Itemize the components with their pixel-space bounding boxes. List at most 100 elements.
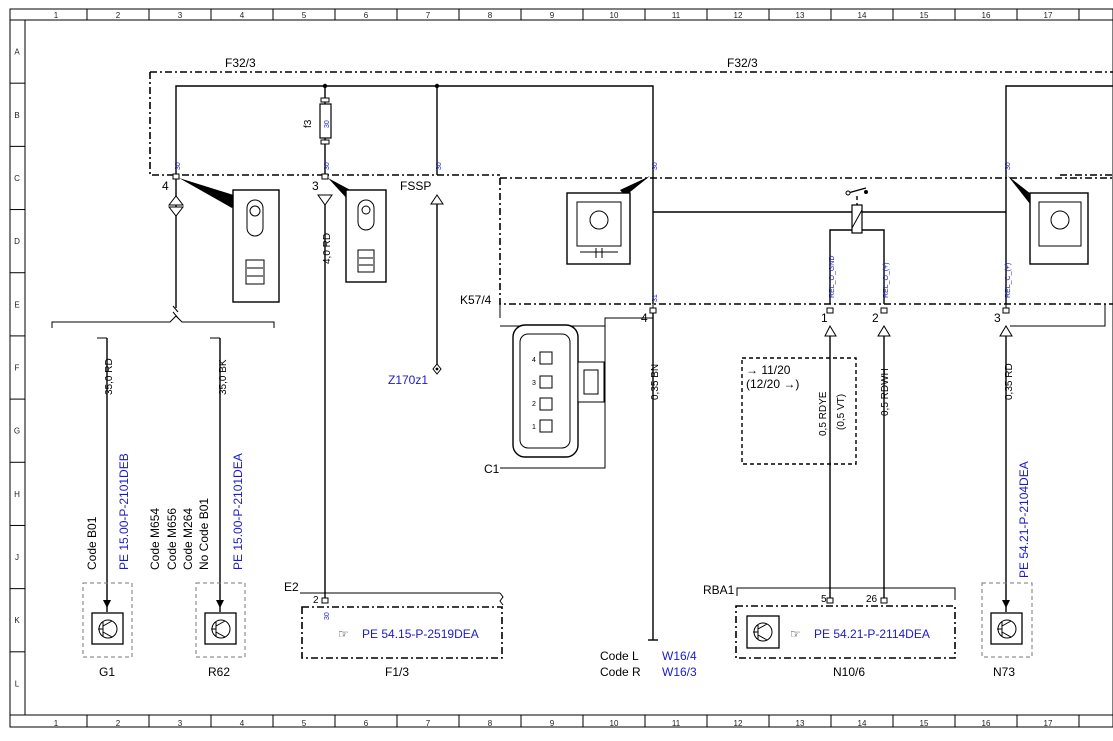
grid-column-label: 8 — [488, 11, 493, 20]
svg-text:E2: E2 — [284, 580, 299, 594]
grid-column-label: 2 — [116, 719, 121, 728]
g1-reference-link[interactable]: PE 15.00-P-2101DEB — [117, 453, 131, 570]
bundle-brace — [51, 315, 275, 328]
f1-3-reference-link[interactable]: PE 54.15-P-2519DEA — [362, 627, 479, 641]
transistor-icon — [98, 619, 118, 639]
terminal-30-e: 30 — [652, 162, 659, 170]
w16-4-link[interactable]: W16/4 — [662, 649, 697, 663]
grid-column-label: 9 — [550, 11, 555, 20]
grid-column-label: 4 — [240, 719, 245, 728]
transistor-icon — [997, 619, 1017, 639]
validity-box — [741, 357, 857, 465]
grid-row-label: H — [14, 490, 20, 499]
grid-column-label: 7 — [426, 11, 431, 20]
f1-3-box — [301, 606, 503, 659]
svg-text:1: 1 — [821, 311, 828, 325]
fssp-label: FSSP — [400, 179, 431, 193]
grid-column-label: 9 — [550, 719, 555, 728]
hand-pointer-icon: ☞ — [790, 627, 801, 641]
svg-text:26: 26 — [866, 594, 878, 605]
sheet-frame — [9, 8, 1113, 728]
grid-column-label: 17 — [1044, 11, 1053, 20]
svg-text:4: 4 — [641, 311, 648, 325]
terminal-30-a: 30 — [175, 162, 182, 170]
svg-text:30: 30 — [324, 612, 331, 620]
grid-column-label: 13 — [796, 719, 805, 728]
transistor-icon — [211, 619, 231, 639]
grid-column-label: 10 — [610, 719, 619, 728]
svg-text:3: 3 — [312, 179, 319, 193]
grid-column-label: 10 — [610, 11, 619, 20]
grid-row-label: B — [14, 111, 19, 120]
grid-column-label: 16 — [982, 11, 991, 20]
n10-6-reference-link[interactable]: PE 54.21-P-2114DEA — [814, 627, 930, 641]
grid-column-label: 12 — [734, 719, 743, 728]
n73-reference-link[interactable]: PE 54.21-P-2104DEA — [1017, 461, 1031, 578]
grid-row-label: C — [14, 174, 20, 183]
grid-row-label: A — [14, 48, 20, 57]
grid-column-label: 1 — [54, 719, 59, 728]
f32-right-label: F32/3 — [727, 56, 758, 70]
c1-connector-picture: 4 3 2 1 — [512, 324, 605, 458]
connector-arrow-icon — [167, 195, 185, 217]
grid-column-label: 5 — [302, 719, 307, 728]
w16-3-link[interactable]: W16/3 — [662, 665, 697, 679]
grid-column-label: 8 — [488, 719, 493, 728]
svg-text:REL_O_(+): REL_O_(+) — [883, 262, 890, 298]
svg-text:3: 3 — [994, 311, 1001, 325]
hand-pointer-icon: ☞ — [338, 627, 349, 641]
terminal-30-f: 30 — [1005, 162, 1012, 170]
transistor-icon — [753, 622, 773, 642]
grid-column-label: 2 — [116, 11, 121, 20]
grid-column-label: 12 — [734, 11, 743, 20]
component-f1-3: F1/3 — [385, 665, 409, 679]
svg-text:(0,5 VT): (0,5 VT) — [836, 394, 847, 430]
g1-box — [82, 582, 133, 658]
grid-row-label: G — [14, 427, 20, 436]
grid-row-label: D — [14, 237, 20, 246]
svg-text:Code B01: Code B01 — [85, 516, 99, 570]
svg-text:→ 11/20: → 11/20 — [746, 363, 791, 377]
svg-text:RBA1: RBA1 — [703, 583, 735, 597]
svg-text:Code L: Code L — [600, 649, 639, 663]
grid-row-label: K — [14, 616, 20, 625]
grid-column-label: 5 — [302, 11, 307, 20]
n10-6-box — [735, 605, 956, 659]
fuse-f3-label: f3 — [303, 119, 314, 128]
svg-text:(12/20 →): (12/20 →) — [746, 377, 799, 391]
component-r62: R62 — [208, 665, 230, 679]
r62-box — [195, 582, 246, 658]
component-n73: N73 — [993, 665, 1015, 679]
grid-column-label: 3 — [178, 11, 183, 20]
f32-3-boundary — [149, 71, 1113, 176]
svg-text:No Code B01: No Code B01 — [197, 498, 211, 570]
r62-reference-link[interactable]: PE 15.00-P-2101DEA — [231, 453, 245, 570]
svg-text:Code M654: Code M654 — [148, 508, 162, 570]
svg-text:4: 4 — [532, 357, 536, 364]
grid-column-label: 16 — [982, 719, 991, 728]
grid-column-label: 14 — [858, 11, 867, 20]
component-n10-6: N10/6 — [833, 665, 865, 679]
grid-row-label: E — [14, 300, 19, 309]
wire-0-35-bn: 0,35 BN — [650, 364, 661, 400]
wire-4-0-rd: 4,0 RD — [322, 233, 333, 264]
svg-text:30: 30 — [324, 120, 331, 128]
wire-0-5-rdye: 0,5 RDYE — [818, 391, 829, 436]
wire-0-35-rd: 0,35 RD — [1004, 363, 1015, 400]
terminal-30-d: 30 — [436, 162, 443, 170]
grid-column-label: 13 — [796, 11, 805, 20]
grid-column-label: 11 — [672, 11, 681, 20]
busbar-right — [1005, 85, 1113, 175]
c1-label: C1 — [484, 462, 500, 476]
component-g1: G1 — [99, 665, 115, 679]
svg-text:Code M264: Code M264 — [181, 508, 195, 570]
grid-column-label: 1 — [54, 11, 59, 20]
grid-column-label: 3 — [178, 719, 183, 728]
svg-text:Code R: Code R — [600, 665, 641, 679]
grid-column-label: 11 — [672, 719, 681, 728]
grid-column-label: 7 — [426, 719, 431, 728]
z170z1-link[interactable]: Z170z1 — [388, 373, 428, 387]
n73-box — [981, 582, 1033, 658]
ring-terminal-icon — [345, 189, 387, 283]
